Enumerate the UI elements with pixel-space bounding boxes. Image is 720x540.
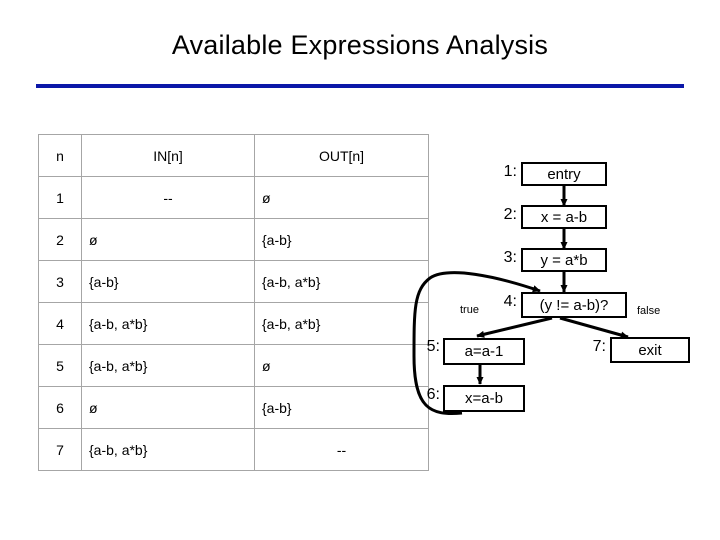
edge-4-to-5-true	[476, 316, 553, 338]
table-row: 4 {a-b, a*b} {a-b, a*b}	[38, 302, 429, 345]
cell-out-set: ø	[254, 344, 429, 387]
cfg-node-6-assign-x[interactable]: x=a-b	[443, 385, 525, 412]
cell-out-set: --	[254, 428, 429, 471]
table-header-row: n IN[n] OUT[n]	[38, 134, 429, 177]
edge-label-false: false	[637, 305, 661, 317]
column-header-out: OUT[n]	[254, 134, 429, 177]
edge-6-to-4-backedge	[412, 271, 541, 416]
cell-out-set: {a-b}	[254, 218, 429, 261]
table-row: 7 {a-b, a*b} --	[38, 428, 429, 471]
cfg-node-1-number: 1:	[503, 163, 517, 180]
column-header-in: IN[n]	[81, 134, 255, 177]
cell-node-number: 2	[38, 218, 82, 261]
cfg-node-5-decrement-a[interactable]: a=a-1	[443, 338, 525, 365]
cell-out-set: {a-b, a*b}	[254, 302, 429, 345]
cell-in-set: --	[81, 176, 255, 219]
cell-node-number: 7	[38, 428, 82, 471]
cfg-node-4-condition[interactable]: (y != a-b)?	[521, 292, 627, 318]
cfg-node-2-number: 2:	[503, 206, 517, 223]
cell-in-set: {a-b, a*b}	[81, 344, 255, 387]
table-row: 3 {a-b} {a-b, a*b}	[38, 260, 429, 303]
cfg-node-7-exit[interactable]: exit	[610, 337, 690, 363]
cell-in-set: {a-b}	[81, 260, 255, 303]
cfg-node-5-number: 5:	[426, 338, 440, 355]
cell-in-set: ø	[81, 218, 255, 261]
dataflow-table: n IN[n] OUT[n] 1 -- ø 2 ø {a-b} 3 {a-b} …	[38, 134, 429, 471]
cfg-node-3-assign-y[interactable]: y = a*b	[521, 248, 607, 272]
cell-out-set: ø	[254, 176, 429, 219]
cfg-node-3-number: 3:	[503, 249, 517, 266]
cfg-node-6-number: 6:	[426, 386, 440, 403]
page-title: Available Expressions Analysis	[171, 30, 549, 60]
cell-node-number: 1	[38, 176, 82, 219]
table-row: 5 {a-b, a*b} ø	[38, 344, 429, 387]
cfg-edges-svg	[412, 186, 629, 416]
control-flow-graph: 1: entry 2: x = a-b 3: y = a*b 4: (y != …	[400, 150, 710, 420]
edge-label-true: true	[460, 304, 479, 316]
cell-node-number: 3	[38, 260, 82, 303]
table-row: 2 ø {a-b}	[38, 218, 429, 261]
title-underline-rule	[36, 84, 684, 88]
table-row: 6 ø {a-b}	[38, 386, 429, 429]
cell-node-number: 5	[38, 344, 82, 387]
column-header-n: n	[38, 134, 82, 177]
cfg-node-4-number: 4:	[503, 293, 517, 310]
cfg-node-1-entry[interactable]: entry	[521, 162, 607, 186]
cell-node-number: 6	[38, 386, 82, 429]
cell-in-set: {a-b, a*b}	[81, 428, 255, 471]
cfg-node-7-number: 7:	[592, 338, 606, 355]
edge-4-to-7-false	[559, 316, 629, 339]
cell-node-number: 4	[38, 302, 82, 345]
table-row: 1 -- ø	[38, 176, 429, 219]
cell-in-set: {a-b, a*b}	[81, 302, 255, 345]
cell-out-set: {a-b}	[254, 386, 429, 429]
cfg-node-2-assign-x[interactable]: x = a-b	[521, 205, 607, 229]
cell-in-set: ø	[81, 386, 255, 429]
